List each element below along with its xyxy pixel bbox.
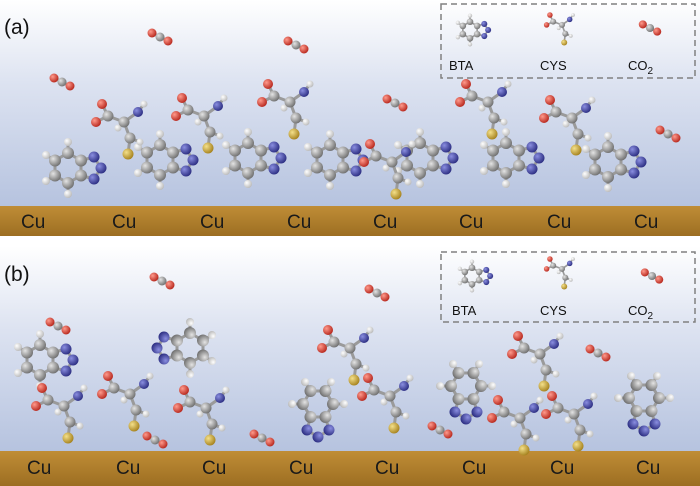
panel-b: (b) Cu Cu Cu Cu Cu Cu Cu Cu xyxy=(0,246,700,486)
cu-label: Cu xyxy=(200,212,224,233)
panel-b-copper-substrate xyxy=(0,451,700,486)
panel-a: (a) Cu Cu Cu Cu Cu Cu Cu Cu xyxy=(0,0,700,236)
cu-label: Cu xyxy=(116,458,140,479)
cu-label: Cu xyxy=(202,458,226,479)
cu-label: Cu xyxy=(21,212,45,233)
cu-label: Cu xyxy=(287,212,311,233)
cu-label: Cu xyxy=(373,212,397,233)
legend-cys-label: CYS xyxy=(540,58,567,73)
cu-label: Cu xyxy=(375,458,399,479)
legend-co2-subscript: 2 xyxy=(648,66,654,77)
legend-co2-label: CO2 xyxy=(628,303,654,322)
cu-label: Cu xyxy=(289,458,313,479)
cu-label: Cu xyxy=(27,458,51,479)
panel-a-label: (a) xyxy=(4,16,30,39)
cu-label: Cu xyxy=(636,458,660,479)
legend-co2-main: CO xyxy=(628,58,648,73)
cu-label: Cu xyxy=(112,212,136,233)
legend-box xyxy=(440,251,696,323)
panel-b-cu-labels: Cu Cu Cu Cu Cu Cu Cu Cu xyxy=(27,458,660,479)
panel-b-legend: BTA CYS CO2 xyxy=(440,251,696,323)
legend-bta-label: BTA xyxy=(452,303,477,318)
legend-co2-main: CO xyxy=(628,303,648,318)
cu-label: Cu xyxy=(550,458,574,479)
legend-bta-label: BTA xyxy=(449,58,474,73)
panel-a-background xyxy=(0,0,700,206)
cu-label: Cu xyxy=(462,458,486,479)
panel-a-legend: BTA CYS CO2 xyxy=(440,3,696,79)
cu-label: Cu xyxy=(547,212,571,233)
panel-a-cu-labels: Cu Cu Cu Cu Cu Cu Cu Cu xyxy=(21,212,658,233)
legend-box xyxy=(440,3,696,79)
cu-label: Cu xyxy=(634,212,658,233)
legend-co2-label: CO2 xyxy=(628,58,654,77)
legend-cys-label: CYS xyxy=(540,303,567,318)
panel-a-copper-substrate xyxy=(0,206,700,236)
panel-b-label: (b) xyxy=(4,263,30,286)
legend-co2-subscript: 2 xyxy=(648,311,654,322)
cu-label: Cu xyxy=(459,212,483,233)
